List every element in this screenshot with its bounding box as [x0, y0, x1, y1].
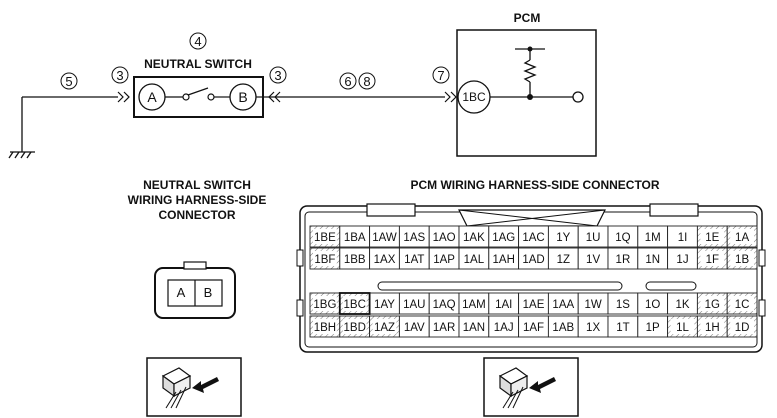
pcm-pin-grid: 1BE 1BA 1AW 1AS 1AO 1AK 1AG 1AC 1Y 1U 1Q 1M 1I 1E 1A 1B… [309, 225, 758, 338]
pcm-pin-label: 1J [676, 254, 688, 266]
pcm-pin-label: 1AN [463, 322, 485, 334]
pcm-pin-label: 1AM [462, 299, 486, 311]
svg-text:3: 3 [274, 68, 281, 83]
switch-pin-b-label: B [238, 89, 247, 105]
pcm-connector-title: PCM WIRING HARNESS-SIDE CONNECTOR [410, 178, 659, 192]
svg-text:4: 4 [194, 34, 201, 49]
probe-icon [483, 357, 579, 417]
pcm-pin-label: 1L [676, 322, 689, 334]
connector-chevron-icon [117, 91, 130, 103]
pcm-pin-label: 1E [705, 232, 719, 244]
callout-8: 8 [358, 72, 376, 90]
pcm-pin-label: 1D [735, 322, 750, 334]
pcm-pin-label: 1AX [374, 254, 396, 266]
pcm-pin-label: 1AK [463, 232, 485, 244]
callout-3-left: 3 [111, 66, 129, 84]
callout-4: 4 [189, 32, 207, 50]
pcm-pin-label: 1AV [404, 322, 425, 334]
switch-pin-a-label: A [147, 89, 157, 105]
pcm-pin-label: 1AJ [494, 322, 514, 334]
pcm-pin-label: 1AC [522, 232, 544, 244]
pcm-pin-label: 1BE [314, 232, 336, 244]
switch-contact-icon [165, 87, 230, 101]
pcm-pin-label: 1N [645, 254, 660, 266]
neutral-switch-title: NEUTRAL SWITCH [144, 57, 252, 71]
callout-7: 7 [432, 66, 450, 84]
callout-5: 5 [60, 72, 78, 90]
pcm-pin-label: 1T [616, 322, 629, 334]
svg-text:5: 5 [65, 74, 72, 89]
pcm-pin-label: 1AD [522, 254, 544, 266]
switch-connector-title-line1: NEUTRAL SWITCH [143, 178, 251, 192]
pcm-pin-label: 1AE [523, 299, 545, 311]
pcm-pin-label: 1F [706, 254, 719, 266]
pcm-title: PCM [514, 11, 541, 25]
pcm-pin-1bc-highlight [338, 292, 371, 315]
pcm-pin-label: 1AW [372, 232, 397, 244]
pcm-pin-label: 1U [586, 232, 601, 244]
pcm-pin-label: 1AA [552, 299, 574, 311]
pcm-pin-label: 1M [645, 232, 661, 244]
switch-connector-title-line3: CONNECTOR [158, 208, 235, 222]
pcm-box [456, 29, 597, 157]
pcm-pin-label: 1AZ [374, 322, 395, 334]
switch-connector-pin-b: B [204, 285, 213, 300]
pcm-pin-label: 1AF [523, 322, 544, 334]
pcm-pin-label: 1AI [495, 299, 512, 311]
callout-3-right: 3 [269, 66, 287, 84]
pcm-pin-label: 1AB [552, 322, 574, 334]
pcm-pin-label: 1BC [344, 299, 366, 311]
probe-icon [146, 357, 242, 417]
pcm-pin-label: 1BC [462, 90, 486, 104]
pcm-pin-label: 1R [616, 254, 631, 266]
pcm-pin-label: 1K [675, 299, 689, 311]
pcm-pin-label: 1AT [404, 254, 424, 266]
pcm-pin-label: 1V [586, 254, 600, 266]
pcm-pin-label: 1Q [615, 232, 630, 244]
pcm-pin-label: 1BD [344, 322, 366, 334]
pcm-pin-label: 1C [735, 299, 750, 311]
svg-text:8: 8 [363, 74, 370, 89]
pcm-pin-label: 1AO [433, 232, 456, 244]
pcm-pin-label: 1AH [493, 254, 515, 266]
ground-icon [8, 97, 35, 159]
pcm-pin-label: 1AP [433, 254, 455, 266]
switch-connector-title-line2: WIRING HARNESS-SIDE [128, 193, 267, 207]
pcm-pin-label: 1A [735, 232, 749, 244]
pcm-pin-label: 1AS [403, 232, 425, 244]
pcm-pin-label: 1BB [344, 254, 366, 266]
pcm-pin-label: 1AU [403, 299, 425, 311]
pcm-pin-label: 1Z [557, 254, 570, 266]
callout-6: 6 [339, 72, 357, 90]
pcm-pin-label: 1P [646, 322, 660, 334]
pcm-pin-label: 1BA [344, 232, 366, 244]
pull-up-resistor-icon [490, 48, 584, 103]
pcm-pin-label: 1O [645, 299, 660, 311]
pcm-pin-label: 1AY [374, 299, 395, 311]
pcm-pin-label: 1BF [314, 254, 335, 266]
svg-text:7: 7 [437, 68, 444, 83]
svg-text:3: 3 [116, 68, 123, 83]
neutral-switch-connector [154, 261, 236, 319]
pcm-pin-label: 1AG [492, 232, 515, 244]
pcm-pin-label: 1H [705, 322, 720, 334]
connector-chevron-icon [444, 91, 457, 103]
pcm-pin-label: 1Y [556, 232, 570, 244]
pcm-pin-label: 1BH [314, 322, 336, 334]
pcm-pin-label: 1AQ [433, 299, 456, 311]
pcm-pin-label: 1X [586, 322, 600, 334]
pcm-pin-label: 1AL [464, 254, 485, 266]
pcm-pin-label: 1W [584, 299, 601, 311]
pcm-pin-label: 1G [705, 299, 720, 311]
pcm-pin-label: 1B [735, 254, 749, 266]
pcm-pin-label: 1AR [433, 322, 455, 334]
svg-text:6: 6 [344, 74, 351, 89]
pcm-pin-label: 1BG [313, 299, 336, 311]
pcm-pin-label: 1I [678, 232, 688, 244]
switch-connector-pin-a: A [177, 285, 186, 300]
pcm-pin-label: 1S [616, 299, 630, 311]
